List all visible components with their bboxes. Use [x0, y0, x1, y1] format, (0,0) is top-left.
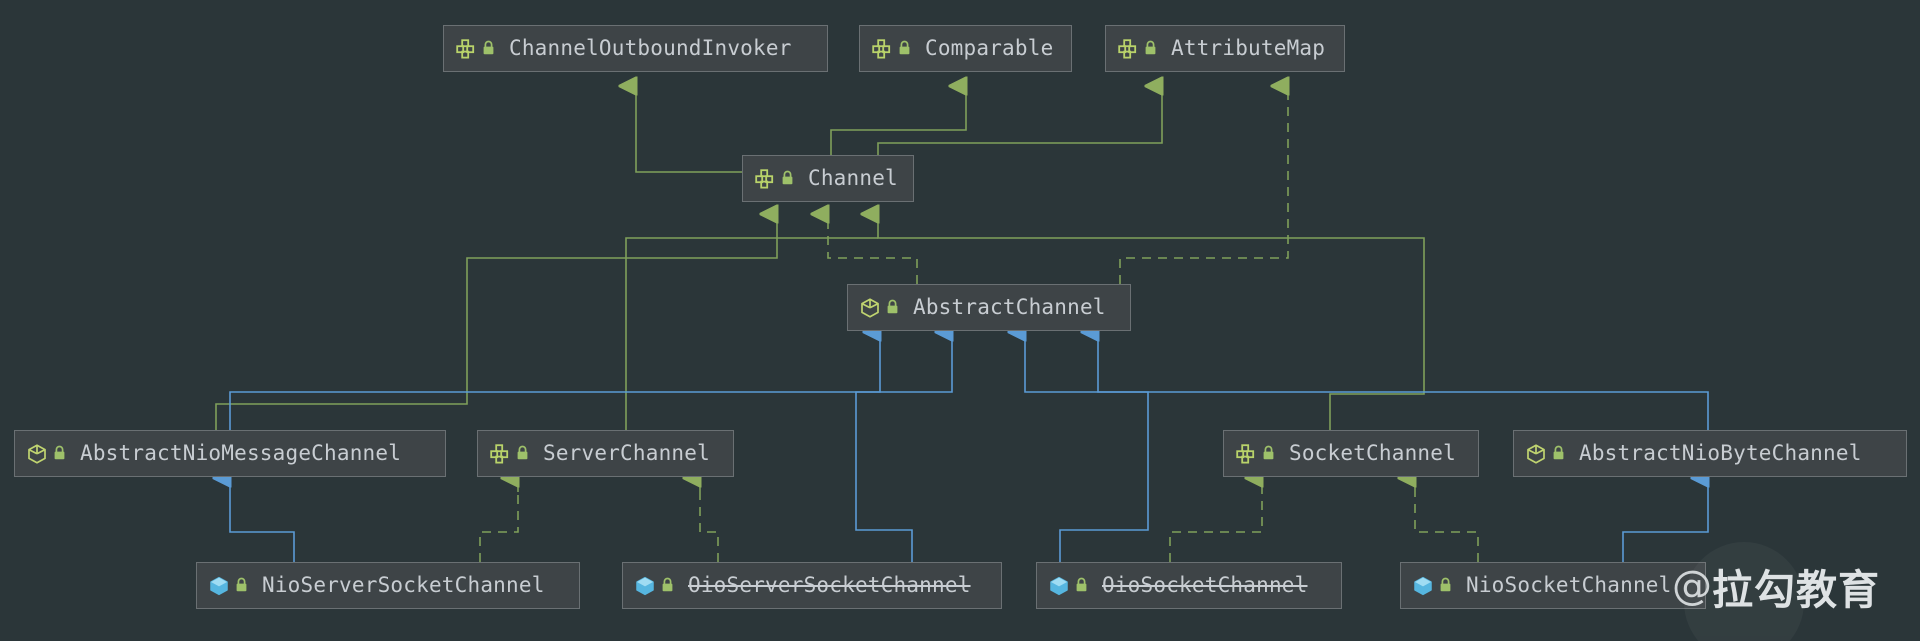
class-icon — [1414, 576, 1432, 595]
lock-icon — [782, 170, 793, 185]
class-node-label: ChannelOutboundInvoker — [509, 36, 792, 60]
edge-niosocketchannel-to-abstractniobytechannel — [1622, 478, 1708, 562]
edge-oioserversocketchannel-to-abstractchannel — [855, 332, 952, 562]
node-icons — [1235, 443, 1276, 465]
lock-icon — [1145, 40, 1156, 55]
class-node-label: NioSocketChannel — [1466, 573, 1672, 597]
class-node-niosocketchannel[interactable]: NioSocketChannel — [1400, 562, 1706, 609]
interface-icon — [755, 168, 774, 189]
edge-channel-to-comparable — [830, 86, 966, 155]
lock-icon — [1440, 577, 1451, 592]
lock-icon — [1076, 577, 1087, 592]
class-node-label: OioServerSocketChannel — [688, 573, 971, 597]
edge-serverchannel-to-channel — [625, 237, 878, 430]
edge-abstractchannel-to-attributemap — [1119, 86, 1288, 284]
class-icon — [1050, 576, 1068, 595]
abstract-class-icon — [28, 443, 46, 464]
edge-oiosocketchannel-to-socketchannel — [1169, 478, 1262, 562]
node-icons — [871, 38, 912, 60]
edge-abstractniobytechannel-to-abstractchannel — [1098, 332, 1709, 430]
class-icon — [210, 576, 228, 595]
node-icons — [489, 443, 530, 465]
edge-abstractchannel-to-channel — [828, 214, 918, 284]
lock-icon — [1553, 445, 1564, 460]
abstract-class-icon — [1527, 443, 1545, 464]
node-icons — [26, 443, 67, 465]
lock-icon — [483, 40, 494, 55]
interface-icon — [1236, 443, 1255, 464]
lock-icon — [236, 577, 247, 592]
node-icons — [455, 38, 496, 60]
class-icon — [636, 576, 654, 595]
class-node-abstractniomessagechannel[interactable]: AbstractNioMessageChannel — [14, 430, 446, 477]
node-icons — [1117, 38, 1158, 60]
node-icons — [754, 168, 795, 190]
edge-channel-to-attributemap — [877, 86, 1162, 155]
interface-icon — [456, 38, 475, 59]
class-node-label: Comparable — [925, 36, 1054, 60]
class-node-label: OioSocketChannel — [1102, 573, 1308, 597]
node-icons — [634, 575, 675, 597]
lock-icon — [899, 40, 910, 55]
edge-oioserversocketchannel-to-serverchannel — [700, 478, 719, 562]
class-node-label: SocketChannel — [1289, 441, 1456, 465]
interface-icon — [872, 38, 891, 59]
edge-nioserversocketchannel-to-serverchannel — [479, 478, 518, 562]
class-node-channel[interactable]: Channel — [742, 155, 914, 202]
class-node-socketchannel[interactable]: SocketChannel — [1223, 430, 1479, 477]
class-node-label: NioServerSocketChannel — [262, 573, 545, 597]
lock-icon — [54, 445, 65, 460]
class-node-abstractniobytechannel[interactable]: AbstractNioByteChannel — [1513, 430, 1907, 477]
abstract-class-icon — [861, 297, 879, 318]
class-node-serverchannel[interactable]: ServerChannel — [477, 430, 734, 477]
class-node-label: AbstractNioByteChannel — [1579, 441, 1862, 465]
class-node-comparable[interactable]: Comparable — [859, 25, 1072, 72]
class-node-channeloutboundinvoker[interactable]: ChannelOutboundInvoker — [443, 25, 828, 72]
class-node-label: AbstractNioMessageChannel — [80, 441, 402, 465]
class-node-nioserversocketchannel[interactable]: NioServerSocketChannel — [196, 562, 580, 609]
class-node-oiosocketchannel[interactable]: OioSocketChannel — [1036, 562, 1342, 609]
edge-niosocketchannel-to-socketchannel — [1415, 478, 1479, 562]
lock-icon — [887, 299, 898, 314]
watermark-text: 拉勾教育 — [1712, 566, 1880, 614]
lock-icon — [517, 445, 528, 460]
lock-icon — [662, 577, 673, 592]
class-node-attributemap[interactable]: AttributeMap — [1105, 25, 1345, 72]
lock-icon — [1263, 445, 1274, 460]
edge-channel-to-channeloutboundinvoker — [636, 86, 742, 173]
node-icons — [1412, 575, 1453, 597]
node-icons — [1048, 575, 1089, 597]
node-icons — [208, 575, 249, 597]
class-node-label: ServerChannel — [543, 441, 710, 465]
interface-icon — [490, 443, 509, 464]
class-node-label: AbstractChannel — [913, 295, 1106, 319]
interface-icon — [1118, 38, 1137, 59]
node-icons — [1525, 443, 1566, 465]
edge-abstractniomessagechannel-to-abstractchannel — [229, 332, 880, 430]
class-node-label: AttributeMap — [1171, 36, 1326, 60]
class-node-abstractchannel[interactable]: AbstractChannel — [847, 284, 1131, 331]
node-icons — [859, 297, 900, 319]
edge-oiosocketchannel-to-abstractchannel — [1025, 332, 1149, 562]
class-node-oioserversocketchannel[interactable]: OioServerSocketChannel — [622, 562, 1002, 609]
class-node-label: Channel — [808, 166, 898, 190]
edge-abstractniomessagechannel-to-channel — [215, 214, 777, 430]
